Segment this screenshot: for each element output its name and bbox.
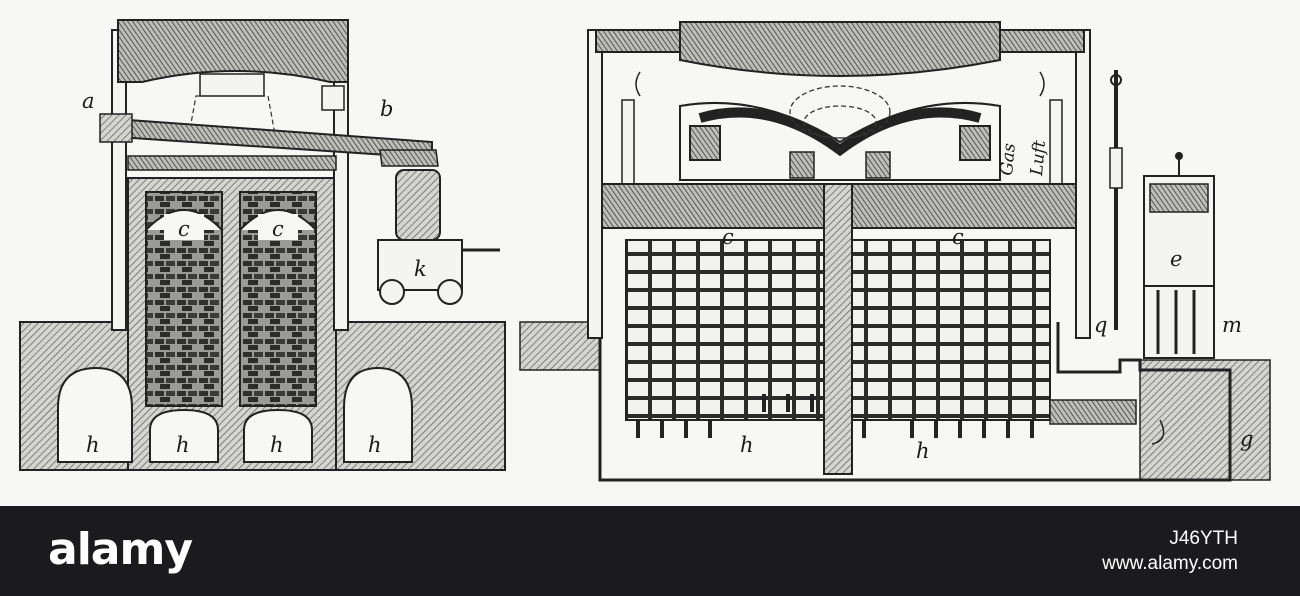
label-h-right-2: h <box>916 439 930 463</box>
label-b: b <box>380 97 393 121</box>
label-gas: Gas <box>997 142 1020 176</box>
alamy-logo: alamy <box>48 524 193 575</box>
stock-watermark-bar: alamy J46YTH www.alamy.com <box>0 506 1300 596</box>
label-luft: Luft <box>1027 139 1050 177</box>
right-furnace-section: c c Gas Luft e q m g h h <box>519 21 1271 482</box>
label-m: m <box>1222 313 1242 337</box>
site-url: www.alamy.com <box>1102 553 1238 574</box>
right-furnace-shell <box>598 322 1232 482</box>
label-h-1: h <box>86 433 100 457</box>
label-h-right-1: h <box>740 433 754 457</box>
regenerator-right <box>851 239 1051 421</box>
left-top-hood <box>117 19 349 83</box>
stock-image-info: J46YTH www.alamy.com <box>1102 526 1238 576</box>
left-furnace-section: a b c c k h h h h <box>19 19 506 471</box>
label-g: g <box>1240 427 1253 451</box>
image-id: J46YTH <box>1169 528 1238 549</box>
label-e: e <box>1170 247 1182 271</box>
regenerator-left <box>625 239 825 421</box>
label-c-right-2: c <box>952 225 964 249</box>
label-h-4: h <box>368 433 382 457</box>
label-c-right-1: c <box>722 225 734 249</box>
furnace-cross-section-diagram: a b c c k h h h h <box>19 19 1271 482</box>
label-k: k <box>414 257 427 281</box>
label-q: q <box>1094 313 1107 337</box>
label-a: a <box>82 89 95 113</box>
label-h-2: h <box>176 433 190 457</box>
label-h-3: h <box>270 433 284 457</box>
ladle-k <box>395 169 441 241</box>
label-c-left-2: c <box>272 217 284 241</box>
label-c-left-1: c <box>178 217 190 241</box>
